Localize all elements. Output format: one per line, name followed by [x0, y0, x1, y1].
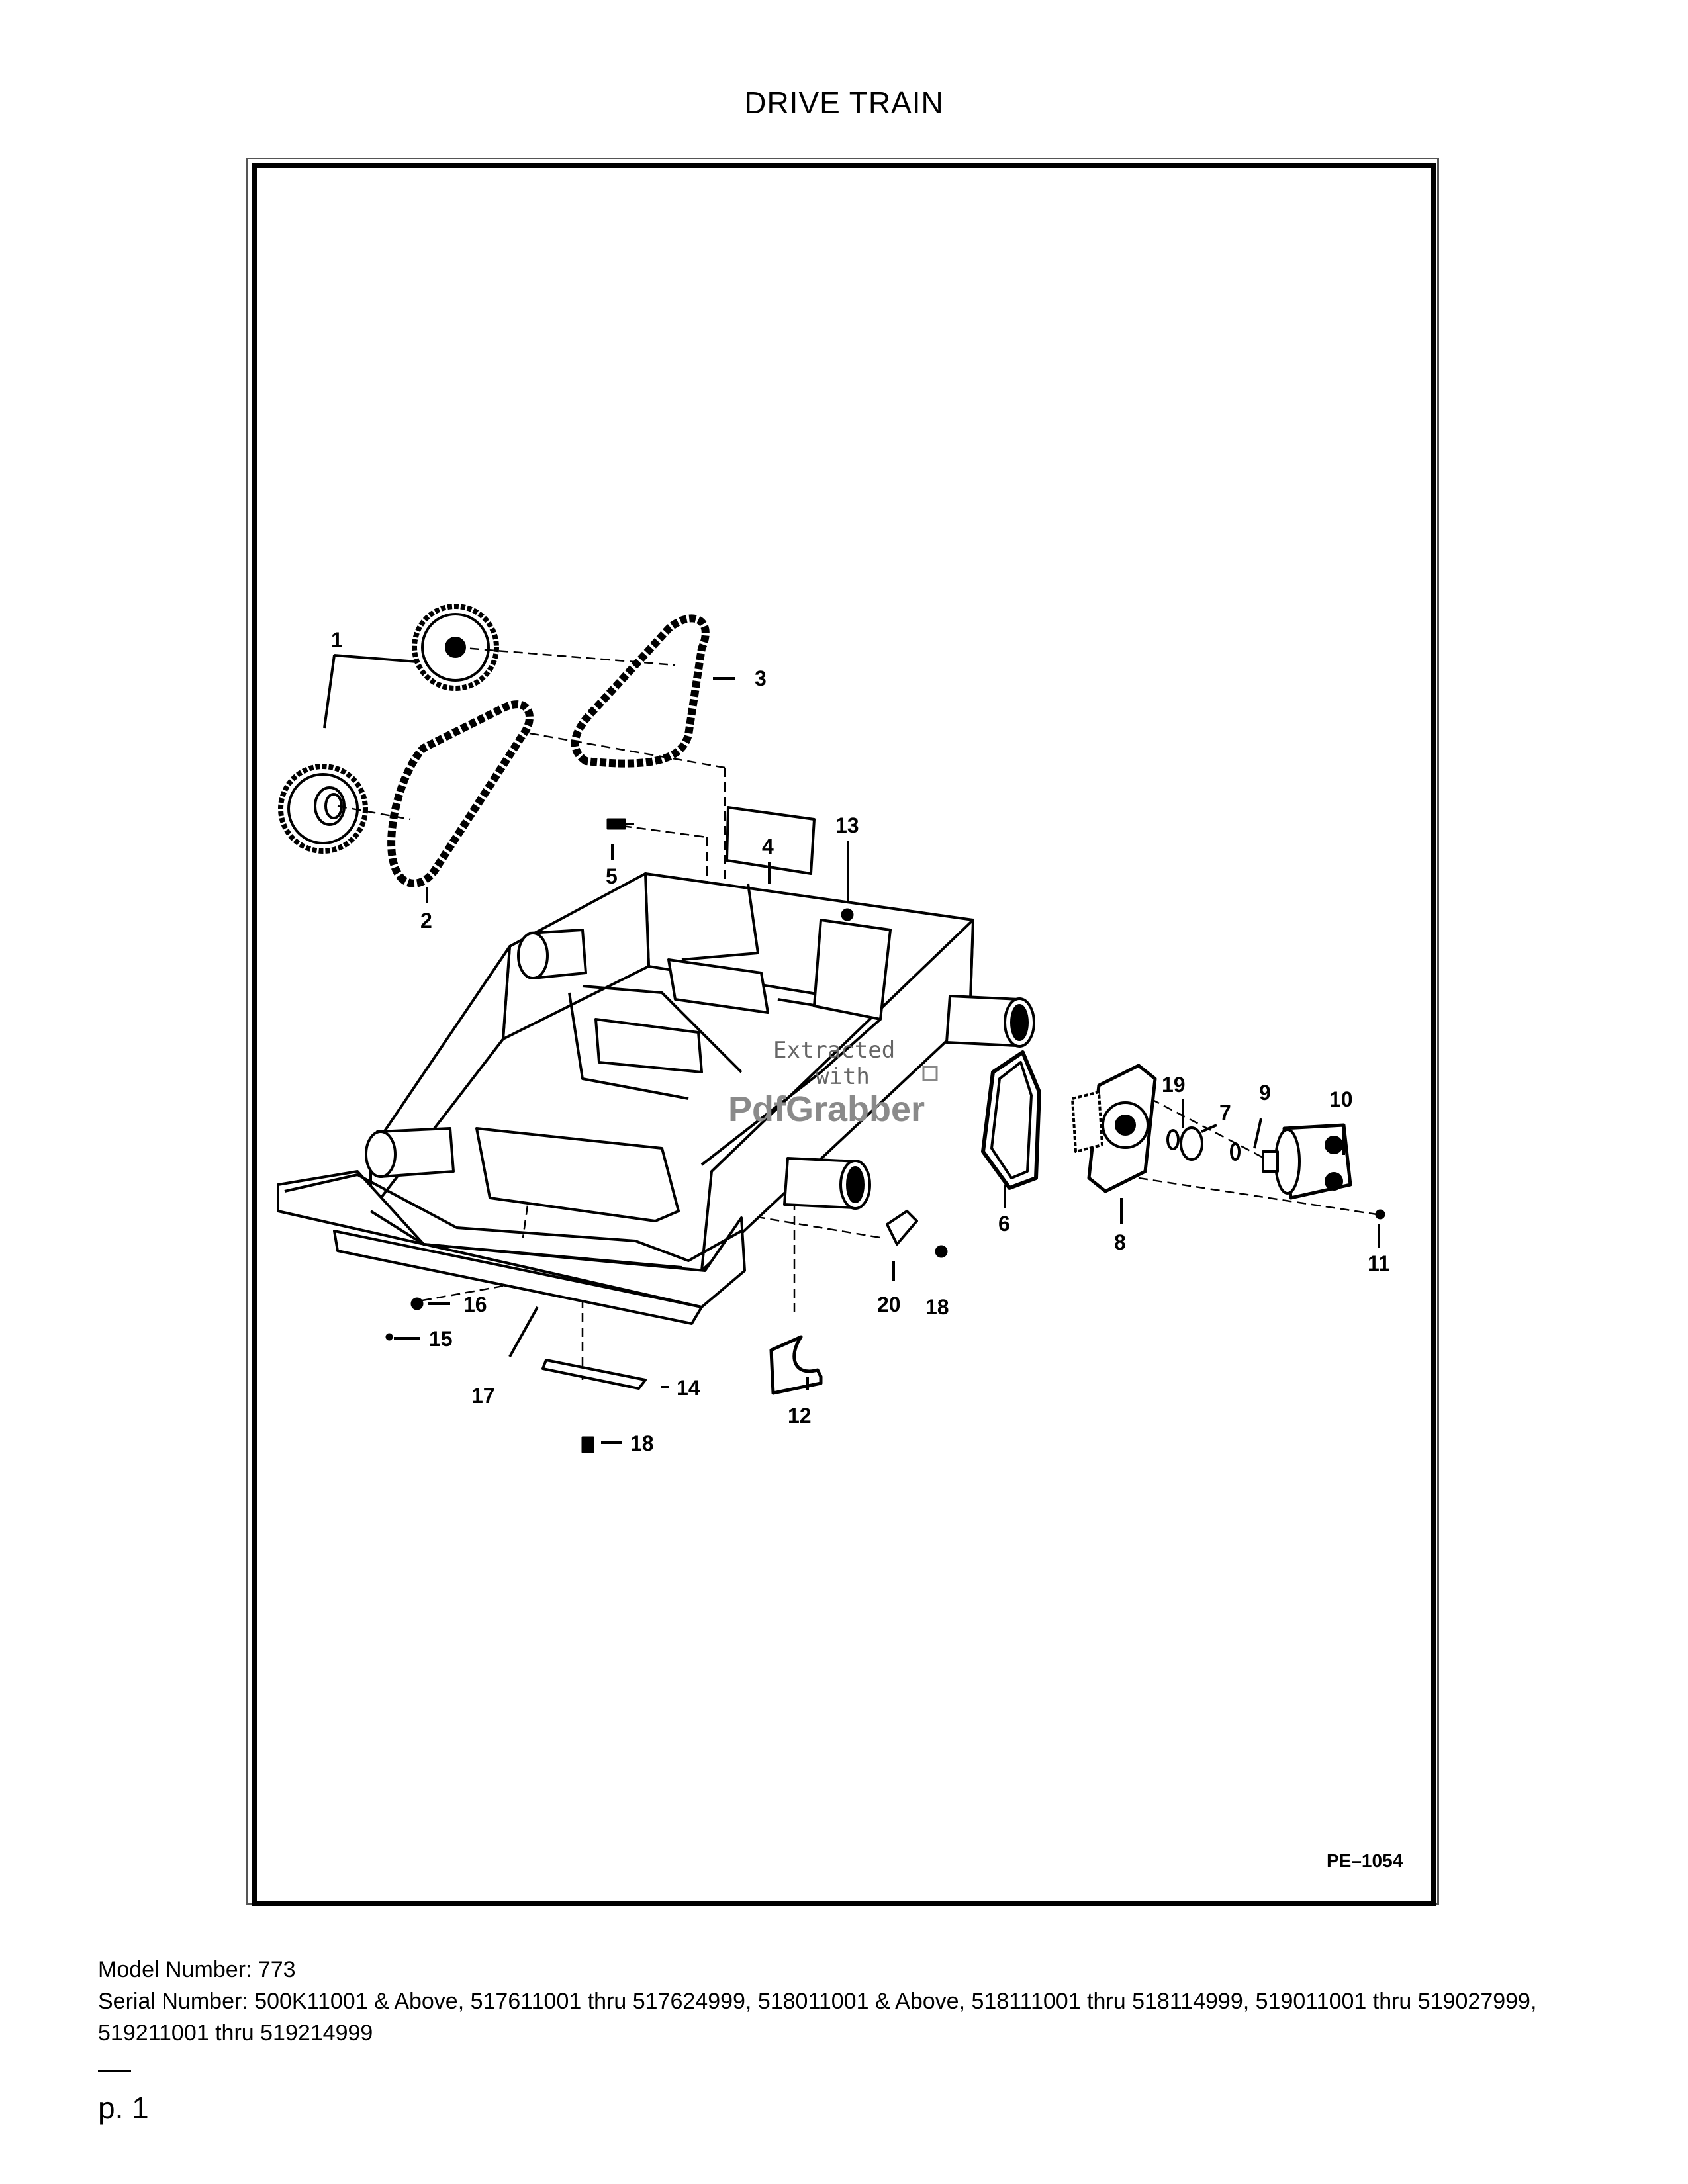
callout-label: 4	[762, 835, 774, 858]
drive-chain-upper	[571, 614, 710, 768]
footer-rule	[98, 2070, 131, 2072]
axle-tubes	[365, 929, 1035, 1210]
callout-label: 16	[463, 1293, 487, 1316]
callout-label: 14	[677, 1376, 700, 1400]
figure-frame	[252, 163, 1436, 1906]
watermark-line-1: Extracted	[773, 1037, 895, 1064]
callout-label: 1	[331, 628, 343, 652]
main-frame	[277, 806, 974, 1325]
sprocket-lower	[278, 764, 368, 854]
callout-label: 17	[471, 1384, 495, 1408]
page-title: DRIVE TRAIN	[744, 85, 944, 120]
watermark-logo-icon	[922, 1066, 938, 1081]
callout-label: 11	[1368, 1251, 1390, 1275]
motor-flange	[1071, 1064, 1157, 1193]
callout-label: 18	[925, 1295, 949, 1319]
watermark-line-2: with	[816, 1064, 870, 1090]
bolts	[385, 818, 1385, 1453]
strap-plate	[541, 1359, 647, 1390]
watermark: Extracted with PdfGrabber	[728, 1037, 938, 1129]
cover-plate	[981, 1050, 1041, 1190]
watermark-line-3: PdfGrabber	[728, 1089, 925, 1129]
serial-number: Serial Number: 500K11001 & Above, 517611…	[98, 1989, 1537, 2046]
callout-label: 10	[1329, 1087, 1353, 1111]
model-number: Model Number: 773	[98, 1957, 296, 1982]
callout-label: 9	[1259, 1081, 1271, 1105]
callout-labels: 1 2 3 4 5 6 7 8 9 10 11 12 13 14 15 16 1…	[331, 628, 1390, 1455]
figure-id: PE–1054	[1327, 1850, 1403, 1871]
inspection-cover	[886, 1210, 918, 1246]
callout-label: 2	[420, 909, 432, 933]
callout-label: 13	[835, 813, 859, 837]
callout-label: 3	[755, 666, 767, 690]
callout-label: 18	[630, 1432, 654, 1455]
callout-label: 8	[1114, 1230, 1126, 1254]
callout-label: 7	[1219, 1101, 1231, 1124]
leader-lines	[323, 654, 1380, 1444]
hydraulic-motor	[1262, 1123, 1352, 1200]
callout-label: 15	[429, 1327, 453, 1351]
page-number: p. 1	[98, 2091, 149, 2125]
drive-chain-lower	[387, 700, 534, 887]
callout-label: 12	[788, 1404, 812, 1428]
callout-label: 5	[606, 864, 618, 888]
mount-bracket	[769, 1335, 823, 1395]
seal-7	[1180, 1126, 1203, 1161]
o-ring-19	[1166, 1129, 1180, 1150]
callout-label: 6	[998, 1212, 1010, 1236]
callout-label: 20	[877, 1293, 901, 1316]
callout-label: 19	[1162, 1073, 1186, 1097]
o-ring-9	[1230, 1142, 1241, 1161]
